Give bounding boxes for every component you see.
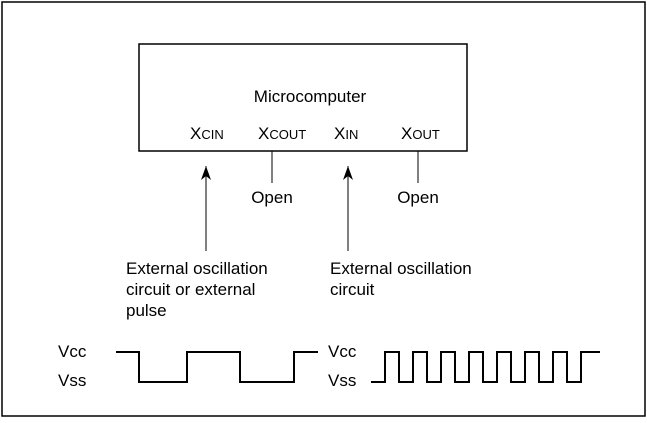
vss-label-left: Vss [58,371,86,390]
waveform-right-fast-pulse [371,351,600,383]
waveform-left-slow-pulse [116,351,318,383]
open-label-right: Open [397,188,439,207]
ext-source-left-label: External oscillation circuit or external… [126,259,272,320]
pin-xcin-label: XCIN [190,124,224,143]
microcomputer-title: Microcomputer [254,87,367,106]
vcc-label-right: Vcc [328,342,357,361]
ext-source-right-label: External oscillation circuit [330,259,476,299]
pin-xin-label: XIN [334,124,358,143]
vss-label-right: Vss [328,371,356,390]
pin-xcout-label: XCOUT [258,124,306,143]
pin-xout-label: XOUT [401,124,440,143]
vcc-label-left: Vcc [58,342,87,361]
open-label-left: Open [251,188,293,207]
microcomputer-block [138,43,468,152]
